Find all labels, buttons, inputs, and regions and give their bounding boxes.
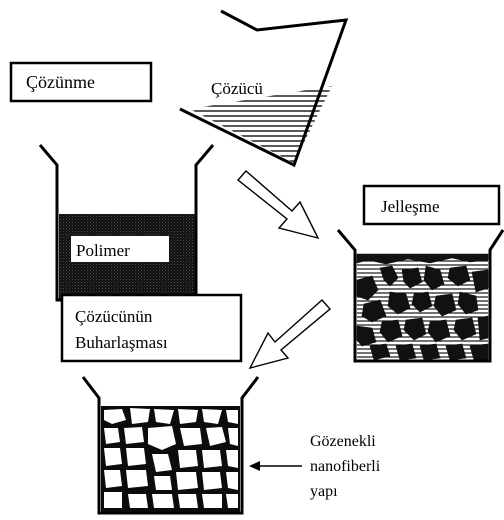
pointer-arrow <box>249 461 302 471</box>
gozenekli-label-line2: nanofiberli <box>310 458 381 475</box>
polimer-label: Polimer <box>76 241 130 260</box>
cozunme-label-box: Çözünme <box>11 63 151 101</box>
cozunme-label: Çözünme <box>26 72 95 92</box>
buharlasma-label-line2: Buharlaşması <box>75 333 168 352</box>
arrow-to-evaporation <box>250 300 330 368</box>
solvent-container: Çözücü <box>180 11 346 165</box>
gozenekli-label-line3: yapı <box>310 483 338 500</box>
arrow-outline <box>250 300 330 368</box>
porous-structure-label: Gözenekli nanofiberli yapı <box>310 433 381 500</box>
buharlasma-label-box: Çözücünün Buharlaşması <box>62 295 241 361</box>
cozucu-label: Çözücü <box>211 79 263 98</box>
arrow-outline <box>238 171 318 238</box>
gozenekli-label-line1: Gözenekli <box>310 433 376 450</box>
gel-beaker <box>338 230 503 361</box>
porous-beaker <box>83 377 258 513</box>
jellesme-label-box: Jelleşme <box>364 186 499 224</box>
buharlasma-label-line1: Çözücünün <box>75 307 153 326</box>
jellesme-label: Jelleşme <box>381 197 440 216</box>
arrow-to-gelation <box>238 171 318 238</box>
polymer-beaker: Polimer <box>40 145 213 300</box>
